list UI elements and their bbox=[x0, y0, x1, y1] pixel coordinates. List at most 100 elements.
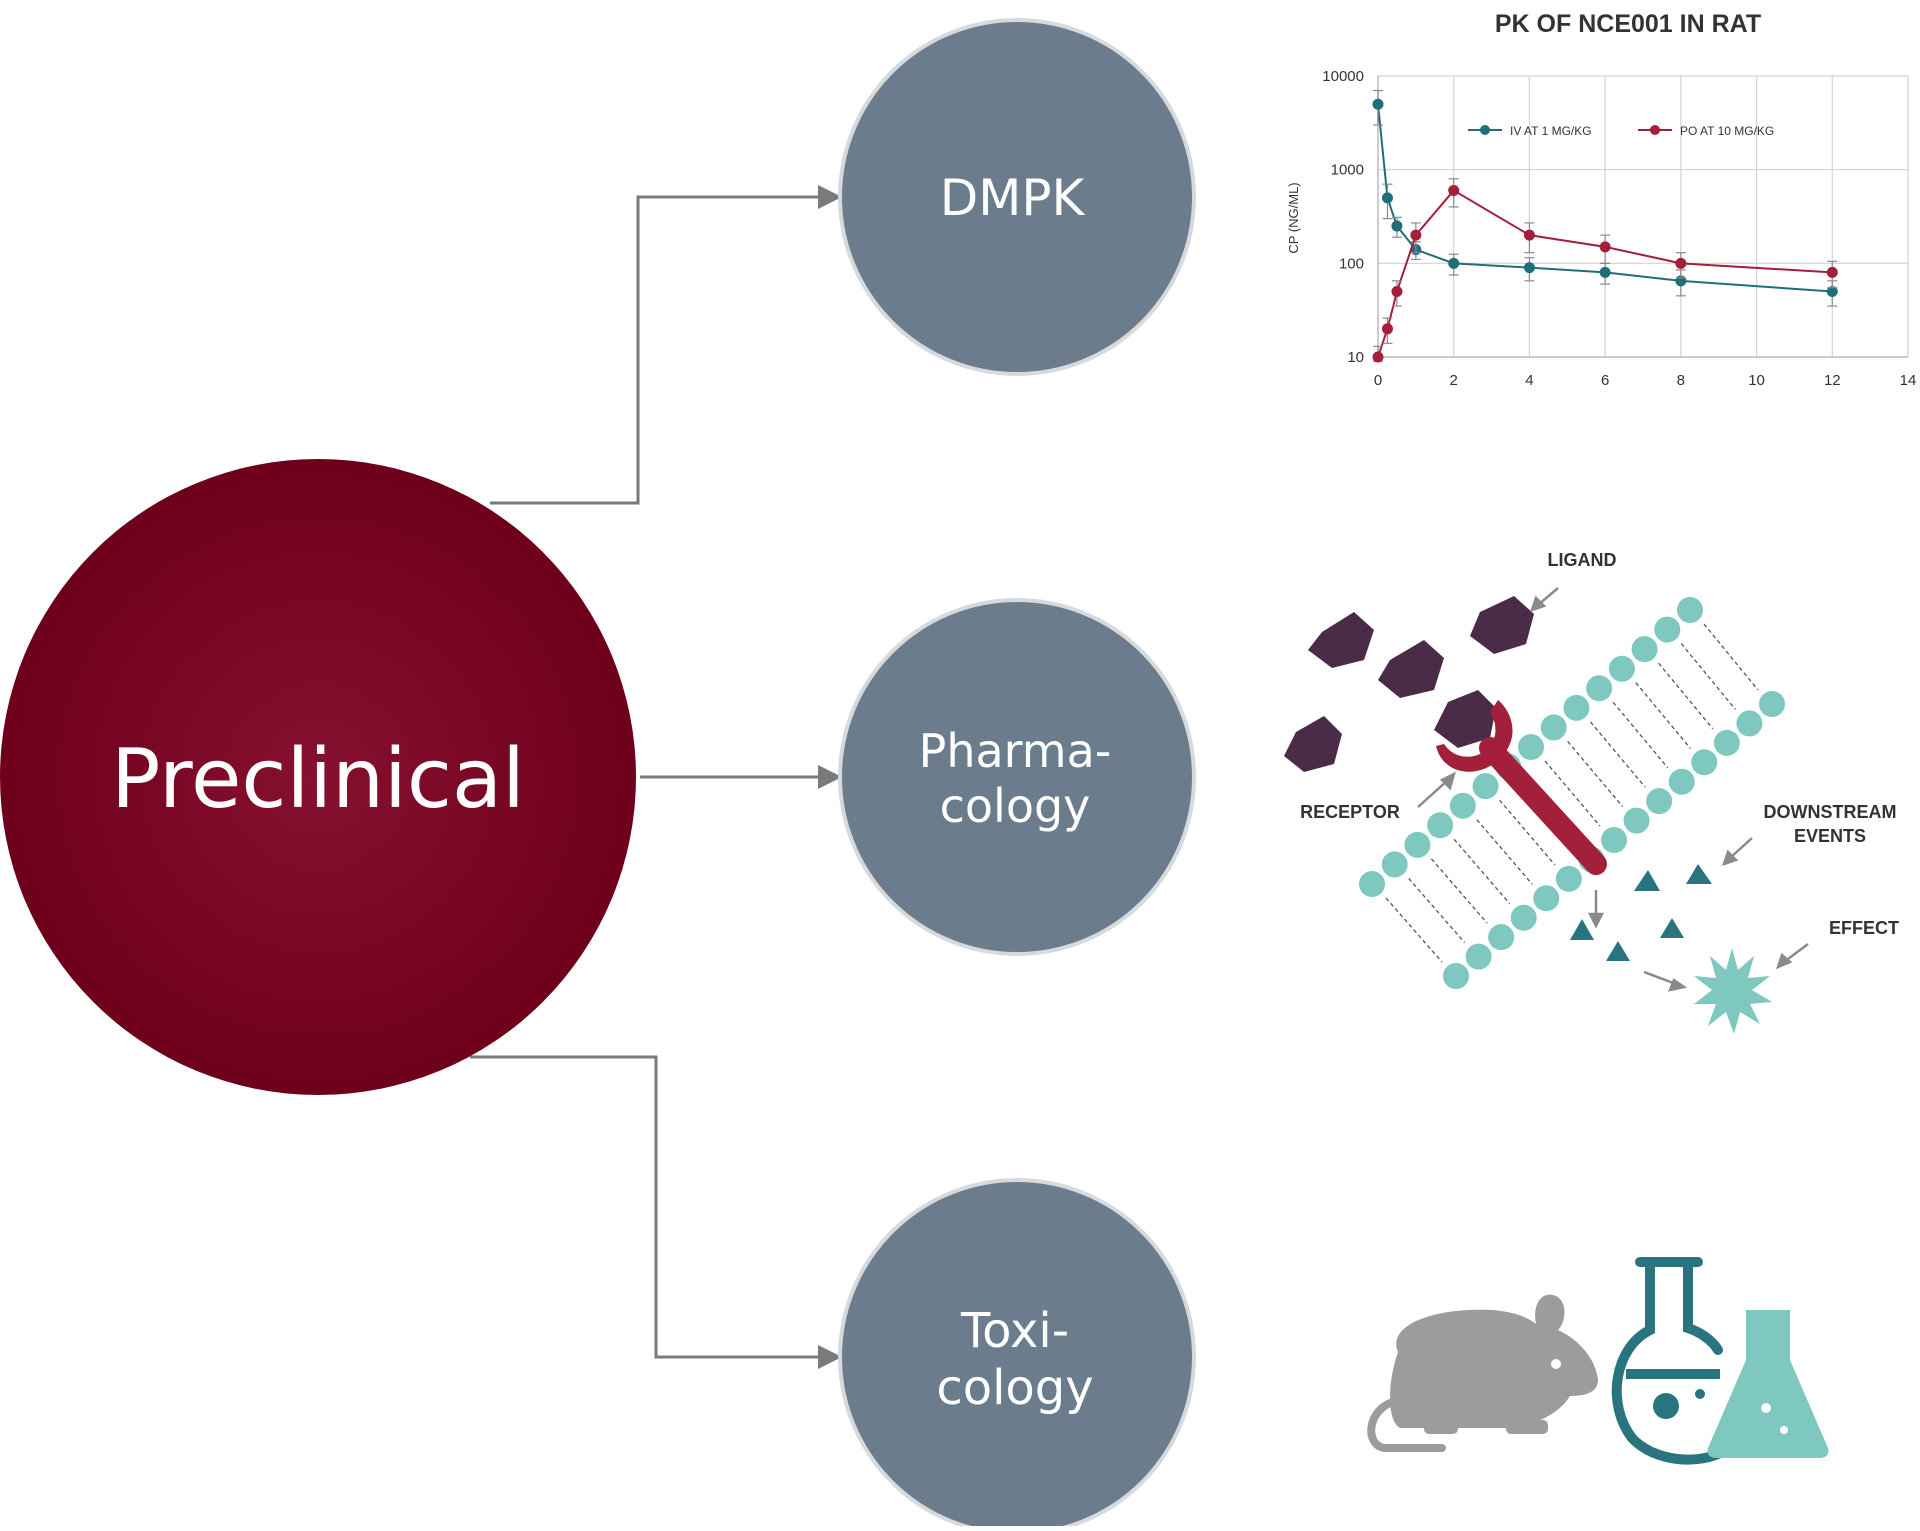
chart-legend-swatch-marker bbox=[1650, 125, 1660, 135]
lipid-head-outer bbox=[1381, 851, 1408, 878]
lipid-head-outer bbox=[1563, 694, 1590, 721]
root-node: Preclinical bbox=[0, 459, 636, 1095]
node-dmpk-circle bbox=[838, 18, 1196, 376]
downstream-triangles bbox=[1570, 864, 1712, 961]
toxicology-illustration bbox=[1367, 1257, 1829, 1465]
lipid-head-inner bbox=[1488, 924, 1515, 951]
chart-x-tick-label: 8 bbox=[1677, 372, 1685, 389]
lipid-head-outer bbox=[1449, 792, 1476, 819]
chart-y-tick-label: 1000 bbox=[1331, 162, 1364, 179]
chart-legend-label: IV AT 1 MG/KG bbox=[1510, 124, 1592, 138]
lipid-head-inner bbox=[1601, 827, 1627, 853]
node-pharmacology: Pharma- cology bbox=[838, 598, 1196, 956]
ligand-hexagon bbox=[1284, 716, 1342, 772]
lipid-tail bbox=[1612, 701, 1669, 769]
node-dmpk: DMPK bbox=[838, 18, 1196, 376]
chart-legend-swatch-marker bbox=[1480, 125, 1490, 135]
chart-y-tick-label: 100 bbox=[1339, 255, 1364, 272]
chart-data-point bbox=[1599, 241, 1611, 253]
lipid-head-outer bbox=[1540, 714, 1567, 741]
node-toxicology-circle bbox=[838, 1178, 1196, 1531]
chart-data-point bbox=[1381, 323, 1393, 335]
chart-data-point bbox=[1826, 286, 1838, 298]
lipid-head-inner bbox=[1691, 749, 1718, 776]
lipid-tail bbox=[1703, 623, 1759, 691]
signal-triangle bbox=[1570, 919, 1594, 940]
lipid-tail bbox=[1680, 643, 1736, 710]
chart-y-axis-label: CP (NG/ML) bbox=[1286, 182, 1301, 253]
lipid-head-outer bbox=[1427, 812, 1454, 839]
chart-x-tick-label: 12 bbox=[1824, 372, 1841, 389]
lipid-head-outer bbox=[1654, 616, 1681, 643]
chart-data-point bbox=[1599, 266, 1611, 278]
chart-data-point bbox=[1448, 184, 1460, 196]
node-pharmacology-label-line-2: cology bbox=[940, 779, 1091, 833]
ligand-hexagons bbox=[1284, 596, 1534, 772]
effect-label: EFFECT bbox=[1829, 918, 1899, 938]
lipid-head-inner bbox=[1713, 729, 1740, 756]
chart-legend: IV AT 1 MG/KG PO AT 10 MG/KG bbox=[1468, 124, 1774, 138]
lipid-head-outer bbox=[1586, 675, 1613, 702]
ligand-label: LIGAND bbox=[1548, 550, 1617, 570]
chart-x-tick-label: 2 bbox=[1450, 372, 1458, 389]
receptor-stalk bbox=[1479, 737, 1607, 875]
chart-series bbox=[1372, 89, 1838, 363]
lipid-tail bbox=[1385, 897, 1443, 963]
lipid-tail bbox=[1408, 878, 1466, 943]
lipid-head-inner bbox=[1646, 788, 1673, 815]
downstream-label-line-2: EVENTS bbox=[1794, 826, 1866, 846]
chart-data-point bbox=[1523, 262, 1535, 274]
arrowhead-dmpk bbox=[818, 185, 842, 209]
chart-data-point bbox=[1391, 286, 1403, 298]
lipid-tail bbox=[1567, 741, 1624, 807]
chart-x-tick-label: 4 bbox=[1525, 372, 1533, 389]
signal-triangle bbox=[1634, 870, 1660, 891]
chart-x-tick-label: 6 bbox=[1601, 372, 1609, 389]
lipid-head-inner bbox=[1736, 710, 1763, 737]
lipid-tail bbox=[1476, 819, 1533, 885]
chart-data-point bbox=[1372, 98, 1384, 110]
node-dmpk-label: DMPK bbox=[940, 169, 1086, 227]
lipid-head-inner bbox=[1623, 807, 1650, 834]
lipid-head-outer bbox=[1677, 597, 1703, 623]
pk-chart: PK OF NCE001 IN RAT CP (NG/ML) 10 100 1000… bbox=[1286, 10, 1916, 389]
node-pharmacology-circle bbox=[838, 598, 1196, 956]
chart-x-tick-label: 14 bbox=[1900, 372, 1917, 389]
chart-legend-label: PO AT 10 MG/KG bbox=[1680, 124, 1774, 138]
arrowhead-pharmacology bbox=[818, 765, 842, 789]
downstream-label-line-1: DOWNSTREAM bbox=[1764, 802, 1897, 822]
lipid-tail bbox=[1544, 760, 1601, 827]
chart-data-point bbox=[1410, 229, 1422, 241]
ligand-hexagon bbox=[1308, 612, 1374, 668]
lipid-tail bbox=[1635, 682, 1691, 749]
chart-series-0 bbox=[1372, 89, 1838, 307]
ligand-hexagon bbox=[1378, 640, 1444, 698]
node-toxicology-label-line-2: cology bbox=[936, 1360, 1093, 1416]
arrowhead-toxicology bbox=[818, 1345, 842, 1369]
lipid-head-inner bbox=[1668, 768, 1695, 795]
lipid-head-outer bbox=[1404, 831, 1431, 858]
lipid-head-outer bbox=[1608, 655, 1635, 682]
chart-y-tick-label: 10000 bbox=[1322, 68, 1364, 85]
chart-x-tick-label: 0 bbox=[1374, 372, 1382, 389]
ligand-hexagon bbox=[1470, 596, 1534, 654]
chart-y-tick-label: 10 bbox=[1347, 349, 1364, 366]
chart-data-point bbox=[1381, 192, 1393, 204]
lipid-tail bbox=[1453, 838, 1511, 905]
connectors bbox=[470, 185, 842, 1369]
receptor bbox=[1436, 700, 1607, 875]
lipid-head-outer bbox=[1472, 773, 1499, 800]
chart-series-1 bbox=[1372, 178, 1838, 363]
chart-data-point bbox=[1826, 266, 1838, 278]
pathway-illustration: LIGAND RECEPTOR DOWNSTREAM EVENTS EFFECT bbox=[1284, 550, 1899, 1034]
pathway-arrows bbox=[1417, 587, 1809, 992]
node-toxicology: Toxi- cology bbox=[838, 1178, 1196, 1531]
lipid-head-outer bbox=[1359, 871, 1385, 897]
chart-title: PK OF NCE001 IN RAT bbox=[1495, 10, 1761, 38]
lipid-head-inner bbox=[1555, 865, 1582, 892]
connector-to-dmpk bbox=[490, 195, 826, 505]
lipid-head-inner bbox=[1465, 943, 1492, 970]
receptor-label: RECEPTOR bbox=[1300, 802, 1400, 822]
